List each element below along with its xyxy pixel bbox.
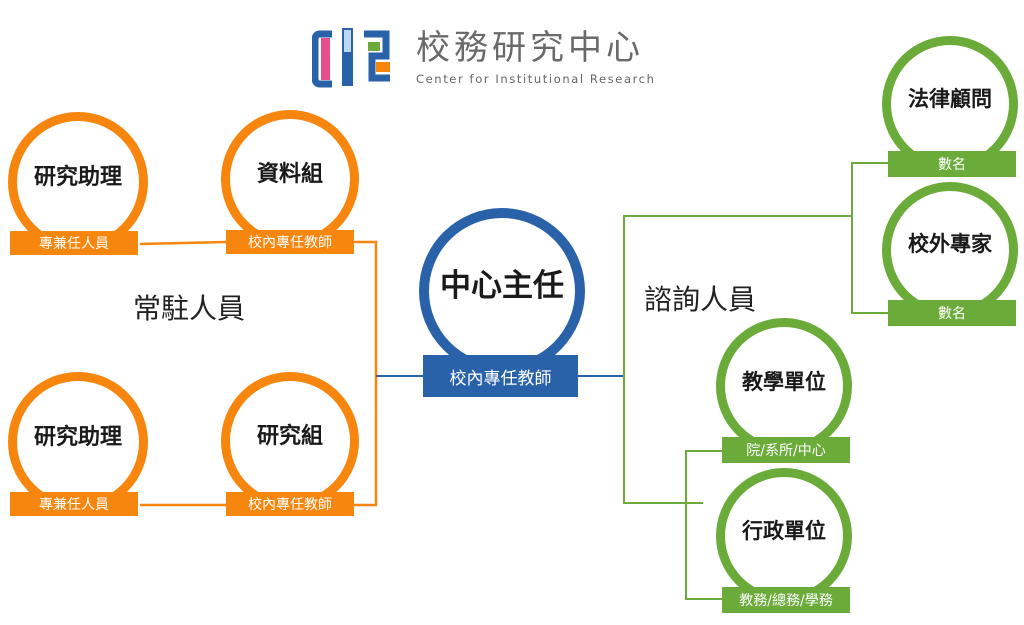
connector-resident-bracket [354,240,378,507]
connector-ra1-data [139,240,227,246]
node-name: 中心主任 [440,267,564,304]
node-name: 研究助理 [33,425,122,450]
node-tag: 教務/總務/學務 [722,587,850,613]
node-name: 研究助理 [33,165,122,190]
connector-legal-expert [851,162,888,314]
logo: 校務研究中心 Center for Institutional Research [312,18,692,90]
node-external-expert: 校外專家 [882,182,1018,318]
node-name: 資料組 [256,162,323,187]
node-tag: 院/系所/中心 [722,437,850,463]
node-tag: 專兼任人員 [10,231,138,255]
node-name: 法律顧問 [908,86,992,111]
node-admin-unit: 行政單位 [716,468,852,604]
node-data-group: 資料組 [221,110,359,248]
node-name: 教學單位 [742,369,826,394]
node-name: 校外專家 [908,231,992,256]
node-research-assistant-2: 研究助理 [8,372,148,512]
node-center-director: 中心主任 [419,208,585,374]
advisory-label: 諮詢人員 [644,283,757,316]
node-tag: 專兼任人員 [10,492,138,516]
node-name: 行政單位 [742,518,826,543]
logo-subtitle: Center for Institutional Research [416,72,656,86]
cir-logo-icon [312,28,390,88]
node-tag: 校內專任教師 [226,492,354,516]
resident-label: 常駐人員 [133,292,246,325]
logo-title: 校務研究中心 [416,28,644,68]
node-research-assistant-1: 研究助理 [8,112,148,252]
node-name: 研究組 [256,424,323,449]
node-tag: 數名 [888,151,1016,177]
node-teaching-unit: 教學單位 [716,318,852,454]
node-tag: 校內專任教師 [226,230,354,254]
node-tag: 數名 [888,300,1016,326]
node-research-group: 研究組 [221,372,359,510]
connector-teaching-admin [685,450,722,600]
connector-advisory-trunk [623,215,852,504]
node-tag: 校內專任教師 [423,355,578,397]
